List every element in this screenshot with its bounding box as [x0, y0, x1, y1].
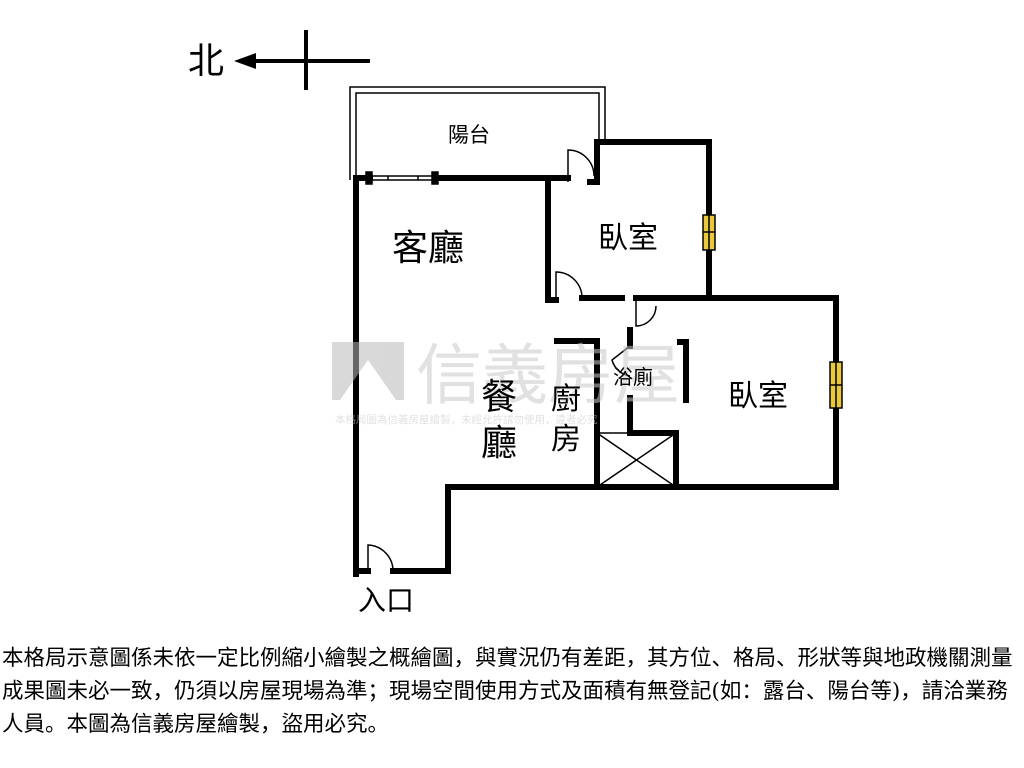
- disclaimer-text: 本格局示意圖係未依一定比例縮小繪製之概繪圖，與實況仍有差距，其方位、格局、形狀等…: [2, 646, 1013, 737]
- door-bedroom2: [635, 298, 657, 327]
- wall-bath-east: [677, 339, 689, 403]
- label-bedroom-2: 臥室: [728, 379, 788, 414]
- window-bedroom1: [702, 214, 716, 251]
- door-bath: [611, 345, 631, 377]
- label-kitchen-2: 房: [551, 422, 581, 457]
- window-bedroom2: [829, 361, 843, 409]
- label-bedroom-1: 臥室: [598, 221, 658, 256]
- door-swings: [367, 149, 657, 572]
- wall-bedroom1: [587, 139, 712, 218]
- compass-arrowhead: [234, 53, 256, 69]
- watermark-brand: 信義房屋: [416, 337, 680, 414]
- door-bedroom1: [555, 271, 583, 300]
- door-balcony: [567, 149, 595, 182]
- label-balcony: 陽台: [448, 123, 490, 147]
- label-bathroom: 浴廁: [613, 365, 653, 389]
- label-dining-1: 餐: [481, 377, 517, 418]
- compass-north-label: 北: [188, 41, 224, 82]
- void-shaft: [596, 432, 677, 488]
- balcony-railing: [349, 86, 606, 180]
- label-living-room: 客廳: [392, 228, 464, 269]
- compass: 北: [188, 30, 370, 90]
- watermark: 信義房屋 本格局圖為信義房屋繪製，未經允許請勿使用，違者必究: [332, 337, 680, 426]
- label-entrance: 入口: [358, 584, 414, 617]
- watermark-notice: 本格局圖為信義房屋繪製，未經允許請勿使用，違者必究: [335, 413, 598, 426]
- wall-south-west: [390, 484, 600, 574]
- label-kitchen-1: 廚: [551, 382, 581, 417]
- door-entrance: [367, 544, 394, 572]
- sliding-door: [365, 171, 439, 185]
- label-dining-2: 廳: [481, 423, 517, 464]
- floor-plan: 北: [188, 30, 843, 617]
- brand-logo-icon: [332, 342, 404, 400]
